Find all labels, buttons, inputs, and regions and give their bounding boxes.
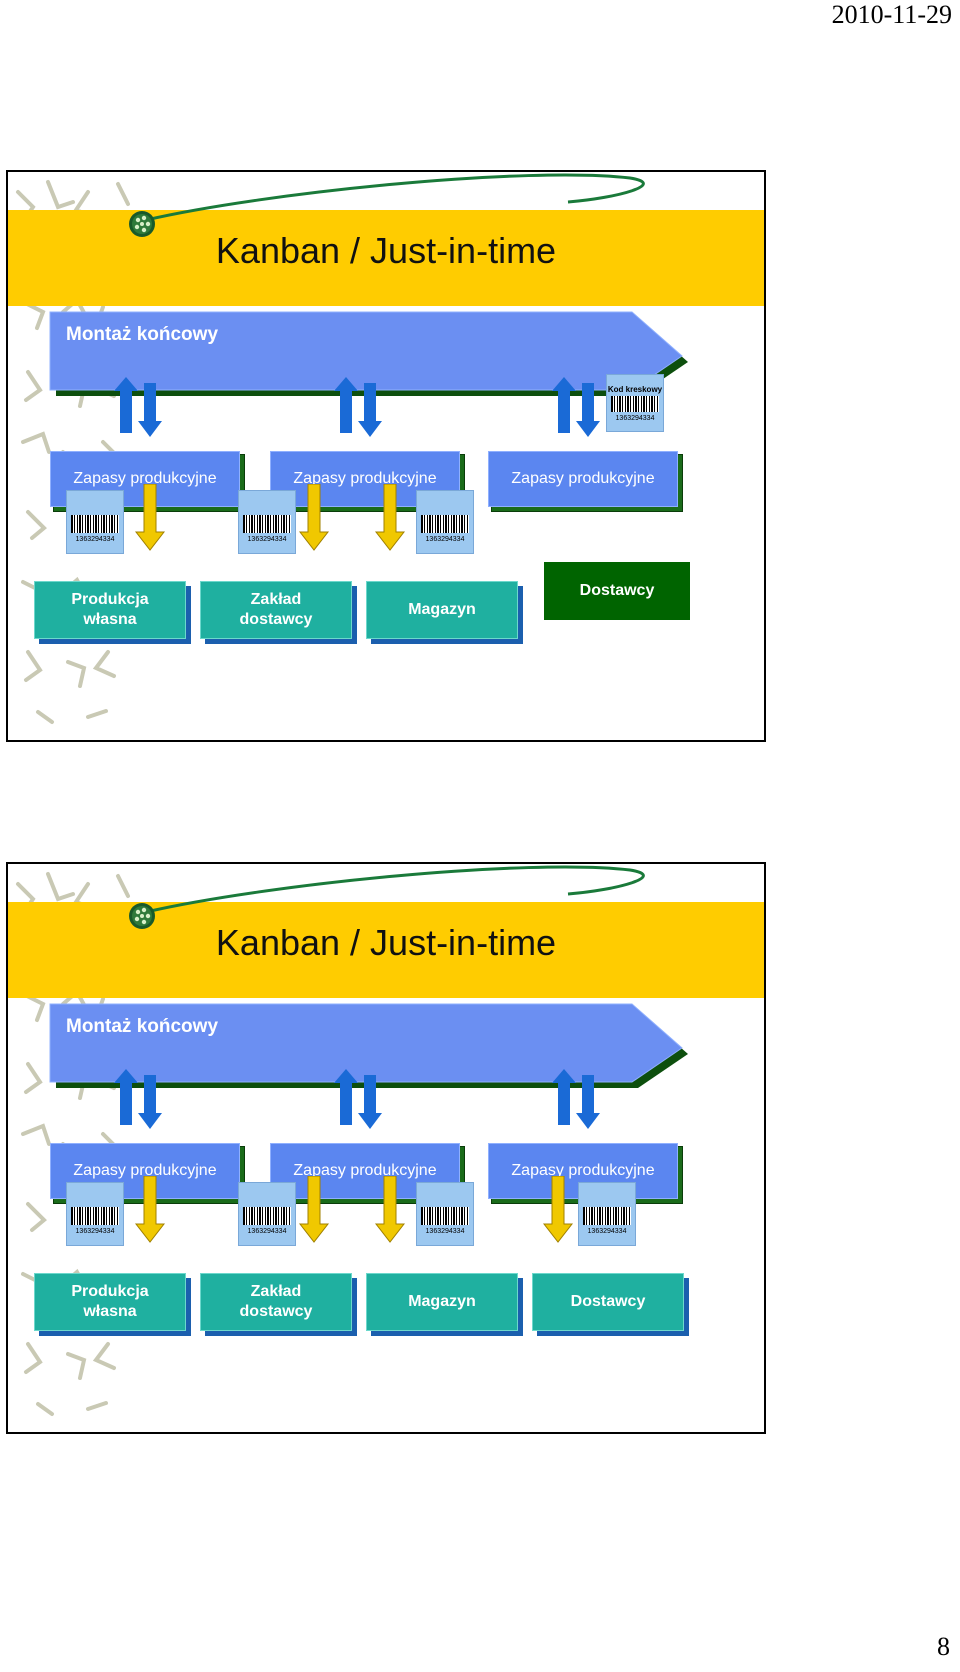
barcode-label: Kod kreskowy <box>607 385 663 394</box>
barcode-bars <box>71 515 119 533</box>
stock-box-3: Zapasy produkcyjne <box>488 451 678 507</box>
barcode-number: 1363294334 <box>75 1228 115 1235</box>
barcode-bars <box>71 1207 119 1225</box>
slide-title: Kanban / Just-in-time <box>215 922 557 963</box>
barcode-bars <box>583 1207 631 1225</box>
kanban-card-1: 1363294334 <box>66 1182 124 1246</box>
final-assembly-arrow <box>49 1003 688 1088</box>
barcode-number: 1363294334 <box>615 415 655 422</box>
source-supplier-plant: Zakład dostawcy <box>200 1273 352 1331</box>
orbit-decoration <box>129 865 645 929</box>
source-warehouse: Magazyn <box>366 1273 518 1331</box>
final-assembly-label: Montaż końcowy <box>66 1016 219 1037</box>
source-own-production: Produkcja własna <box>34 581 186 639</box>
barcode-card: Kod kreskowy 1363294334 <box>606 374 664 432</box>
supply-arrows <box>134 484 406 551</box>
barcode-bars <box>611 396 659 412</box>
source-suppliers: Dostawcy <box>544 562 690 620</box>
slide-title: Kanban / Just-in-time <box>215 230 557 271</box>
orbit-decoration <box>129 173 645 237</box>
supply-arrows <box>134 1176 574 1243</box>
page-number: 8 <box>937 1632 950 1661</box>
barcode-number: 1363294334 <box>425 1228 465 1235</box>
kanban-card-1: 1363294334 <box>66 490 124 554</box>
updown-arrows <box>114 1069 600 1129</box>
final-assembly-arrow <box>49 311 688 396</box>
source-warehouse: Magazyn <box>366 581 518 639</box>
barcode-bars <box>421 515 469 533</box>
barcode-bars <box>243 1207 291 1225</box>
kanban-card-3: 1363294334 <box>416 1182 474 1246</box>
slide-1: Kanban / Just-in-time Montaż końcowy Kod… <box>6 170 766 742</box>
barcode-number: 1363294334 <box>247 1228 287 1235</box>
kanban-card-2: 1363294334 <box>238 490 296 554</box>
barcode-number: 1363294334 <box>425 536 465 543</box>
kanban-card-3: 1363294334 <box>416 490 474 554</box>
source-own-production: Produkcja własna <box>34 1273 186 1331</box>
kanban-card-4: 1363294334 <box>578 1182 636 1246</box>
kanban-card-2: 1363294334 <box>238 1182 296 1246</box>
source-suppliers: Dostawcy <box>532 1273 684 1331</box>
barcode-bars <box>243 515 291 533</box>
barcode-bars <box>421 1207 469 1225</box>
source-supplier-plant: Zakład dostawcy <box>200 581 352 639</box>
slide-2: Kanban / Just-in-time Montaż końcowy Zap… <box>6 862 766 1434</box>
barcode-number: 1363294334 <box>75 536 115 543</box>
barcode-number: 1363294334 <box>247 536 287 543</box>
barcode-number: 1363294334 <box>587 1228 627 1235</box>
final-assembly-label: Montaż końcowy <box>66 324 219 345</box>
stock-box-2: Zapasy produkcyjne <box>270 1143 460 1199</box>
page-date: 2010-11-29 <box>831 0 952 29</box>
updown-arrows <box>114 377 600 437</box>
